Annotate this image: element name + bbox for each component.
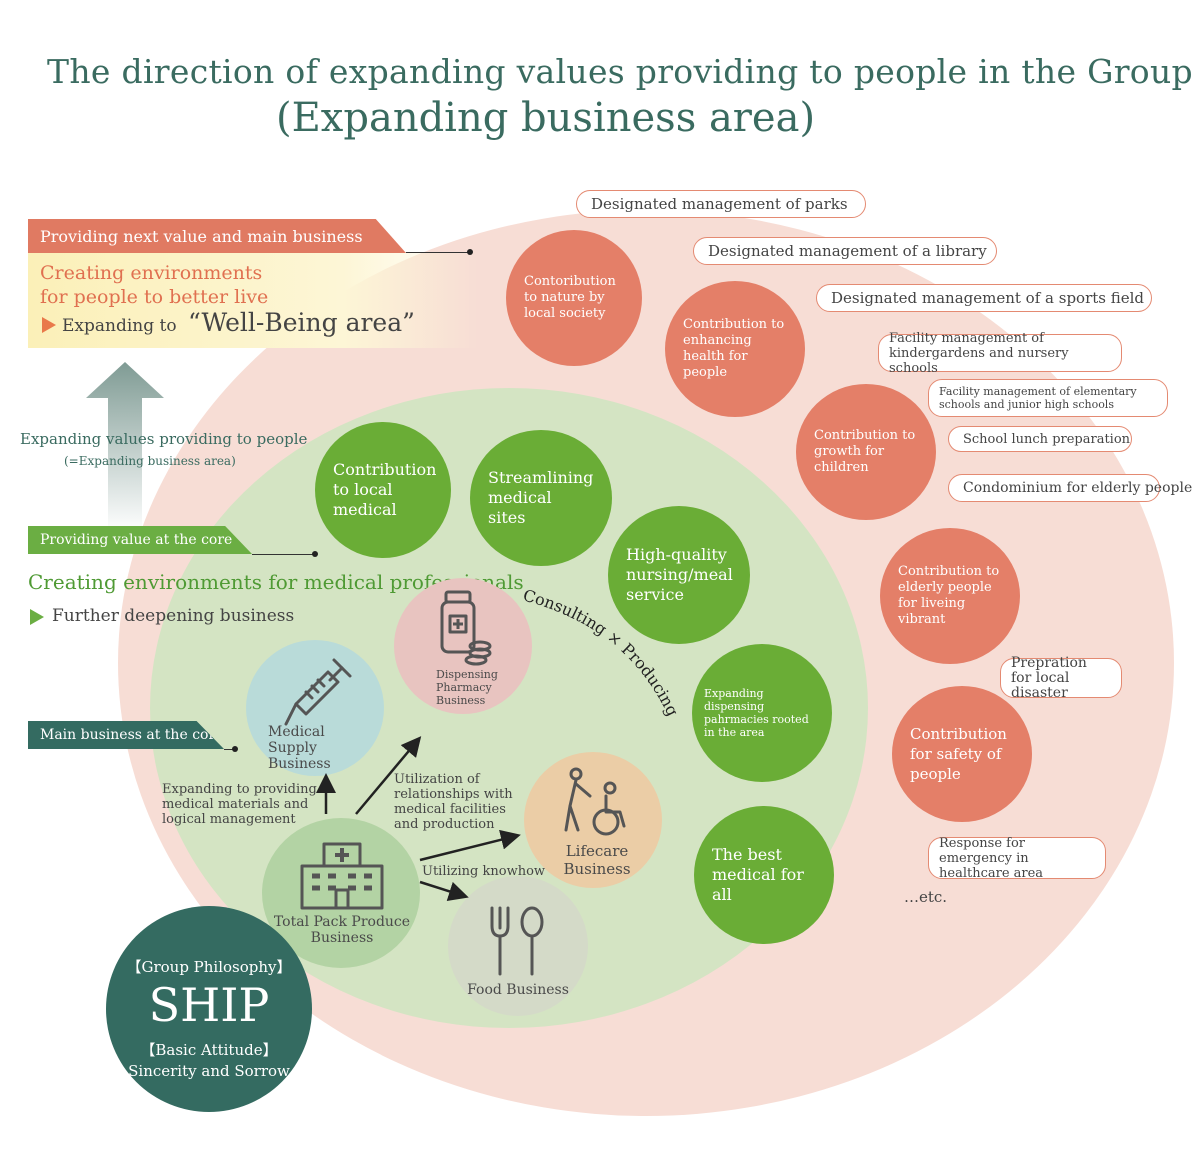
page-title: The direction of expanding values provid… [47,52,1193,91]
next-value-line2: for people to better live [40,286,269,308]
fork-spoon-icon [490,906,544,976]
expanding-values-label: Expanding values providing to people [20,430,308,448]
pill-elementary-schools-label: Facility management of elementary school… [939,385,1137,411]
main-business-leader-line [224,749,236,750]
syringe-icon [284,658,352,726]
next-value-tag: Providing next value and main business [28,219,406,253]
caregiver-wheelchair-icon [564,767,626,836]
pill-local-disaster: Prepration for local disaster [1000,654,1122,701]
wellbeing-circle-elderly-label: Contribution to elderly people for livei… [898,564,1000,627]
food-business: Food Business [448,876,588,1016]
next-value-leader-line [406,252,472,253]
hospital-icon [300,842,384,910]
expanding-values-sub: (=Expanding business area) [64,454,236,468]
core-circle-best-medical: The best medical for all [694,806,834,944]
wellbeing-circle-nature: Contoribution to nature by local society [506,230,642,366]
pill-elementary-schools: Facility management of elementary school… [928,379,1168,417]
total-pack-label: Total Pack Produce Business [273,914,411,946]
core-circle-local-medical-label: Contribution to local medical [333,460,437,519]
main-business-tag: Main business at the core [28,721,224,749]
next-value-line1: Creating environments [40,262,263,284]
pill-sports-field-label: Designated management of a sports field [831,289,1145,307]
pill-parks: Designated management of parks [576,190,866,218]
arrow-label-medical-supply: Expanding to providing medical materials… [162,782,317,827]
pill-sports-field: Designated management of a sports field [816,284,1152,312]
wellbeing-circle-children: Contribution to growth for children [796,384,936,520]
pill-library: Designated management of a library [693,237,997,265]
core-circle-best-medical-label: The best medical for all [712,845,804,904]
pill-condominium-label: Condominium for elderly people [963,480,1193,496]
medicine-bottle-icon [440,590,492,666]
core-value-leader-line [252,554,314,555]
pill-emergency-label: Response for emergency in healthcare are… [939,835,1044,881]
pill-kindergardens-label: Facility management of kindergardens and… [889,330,1069,376]
group-philosophy-label: 【Group Philosophy】 [126,958,292,976]
pill-school-lunch: School lunch preparation [948,426,1132,452]
wellbeing-circle-safety-label: Contribution for safety of people [910,725,1007,783]
wellbeing-highlight-text: “Well-Being area” [188,308,415,337]
core-circle-local-medical: Contribution to local medical [315,422,451,558]
basic-attitude-label: 【Basic Attitude】 [140,1041,278,1059]
arrow-label-pharmacy: Utilization of relationships with medica… [394,772,513,832]
etc-label: …etc. [904,888,948,906]
pill-school-lunch-label: School lunch preparation [963,431,1131,447]
wellbeing-circle-nature-label: Contoribution to nature by local society [524,274,616,321]
svg-text:Consulting × Producing: Consulting × Producing [521,586,682,720]
lifecare-business: Lifecare Business [524,752,662,888]
up-arrow-icon [86,362,164,532]
pill-emergency: Response for emergency in healthcare are… [928,835,1106,881]
core-circle-pharmacies-label: Expanding dispensing pahrmacies rooted i… [704,687,809,739]
main-business-leader-dot [232,746,238,752]
medical-supply-business: Medical Supply Business [246,640,384,776]
green-triangle-icon [30,609,44,625]
ship-name: SHIP [148,978,270,1032]
wellbeing-circle-children-label: Contribution to growth for children [814,428,916,475]
core-circle-nursing: High-quality nursing/meal service [608,506,750,644]
wellbeing-circle-safety: Contribution for safety of people [892,686,1032,822]
basic-attitude-text: Sincerity and Sorrow [128,1062,290,1080]
pill-condominium: Condominium for elderly people [948,474,1192,502]
food-label: Food Business [467,982,569,998]
page-subtitle: (Expanding business area) [276,95,816,141]
pharmacy-business: Dispensing Pharmacy Business [394,578,532,714]
orange-triangle-icon [42,317,56,333]
wellbeing-circle-health: Contribution to enhancing health for peo… [665,281,805,417]
pill-kindergardens: Facility management of kindergardens and… [878,331,1122,376]
core-circle-streamlining: Streamlining medical sites [470,430,612,566]
pill-library-label: Designated management of a library [708,242,987,260]
consulting-producing-text: Consulting × Producing [521,586,682,720]
ship-philosophy-circle: 【Group Philosophy】 SHIP 【Basic Attitude】… [106,906,312,1112]
wellbeing-circle-health-label: Contribution to enhancing health for peo… [683,317,785,380]
wellbeing-highlight-box [28,252,478,348]
pill-local-disaster-label: Prepration for local disaster [1011,654,1087,701]
medical-supply-label: Medical Supply Business [268,724,331,772]
core-circle-streamlining-label: Streamlining medical sites [488,468,594,527]
core-value-leader-dot [312,551,318,557]
core-value-tag: Providing value at the core [28,526,252,554]
next-value-leader-dot [467,249,473,255]
core-subheading: Further deepening business [52,606,295,626]
core-circle-pharmacies: Expanding dispensing pahrmacies rooted i… [692,644,832,782]
wellbeing-circle-elderly: Contribution to elderly people for livei… [880,528,1020,664]
pill-parks-label: Designated management of parks [591,195,848,213]
consulting-producing-label: Consulting × Producing [521,586,682,720]
lifecare-label: Lifecare Business [563,842,631,878]
arrow-label-food: Utilizing knowhow [422,864,546,879]
pharmacy-label: Dispensing Pharmacy Business [436,668,498,707]
expand-prefix: Expanding to [62,316,177,336]
core-circle-nursing-label: High-quality nursing/meal service [626,545,733,604]
